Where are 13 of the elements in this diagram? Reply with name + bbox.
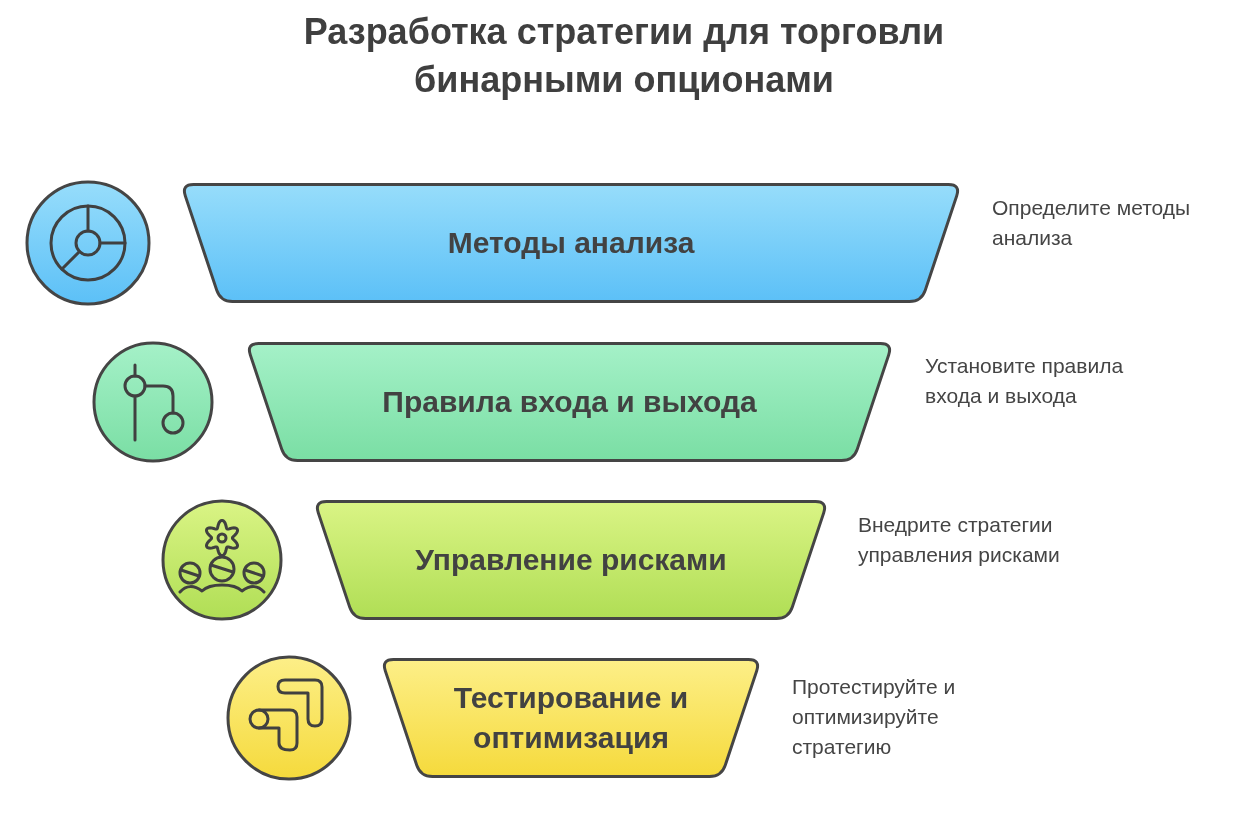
trapezoid-stage [313,500,829,620]
trapezoid-stage [380,658,762,778]
stage-title: Управление рисками [415,542,727,578]
trapezoid-stage [245,342,894,462]
stage-title: Методы анализа [447,225,695,261]
stage-title: Правила входа и выхода [382,384,757,420]
stage-description: Определите методы анализа [992,195,1192,251]
stage-description: Внедрите стратегии управления рисками [858,512,1061,568]
stage-description: Протестируйте и оптимизируйте стратегию [792,674,957,760]
stage-title: Тестирование и оптимизация [452,680,690,756]
diagram-title: Разработка стратегии для торговли бинарными опционами [302,10,946,102]
stage-description: Установите правила входа и выхода [925,353,1125,409]
trapezoid-stage [180,183,962,303]
